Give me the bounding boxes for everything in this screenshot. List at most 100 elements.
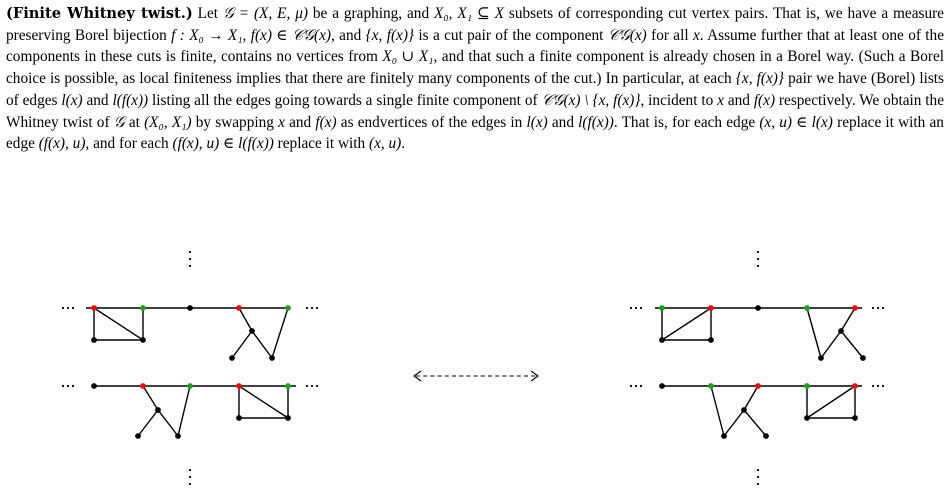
graph-vertex	[175, 433, 181, 439]
ellipsis-dot	[188, 264, 192, 268]
text-run: , and that such a finite component is al…	[6, 48, 944, 88]
green-vertex	[659, 305, 665, 311]
ellipsis-dot	[871, 384, 875, 388]
math-expression: l(f(x))	[112, 91, 149, 109]
graph-vertex	[659, 337, 665, 343]
ellipsis-dot	[71, 384, 75, 388]
math-expression: {x, f(x)}	[365, 26, 415, 44]
graph-before-twist	[61, 250, 319, 486]
ellipsis-dot	[756, 475, 760, 479]
math-expression: f : X₀ → X₁, f(x) ∈ 𝒞𝒢(x)	[171, 26, 331, 44]
math-expression: (f(x), u) ∈ l(f(x))	[172, 135, 274, 153]
graph-vertex	[860, 355, 866, 361]
red-vertex	[236, 383, 242, 389]
ellipsis-dot	[881, 384, 885, 388]
ellipsis-dot	[629, 384, 633, 388]
text-run: .	[401, 135, 406, 153]
math-expression: l(x)	[526, 113, 548, 131]
math-expression: X₀ ∪ X₁	[382, 48, 434, 66]
math-expression: 𝒢	[113, 113, 125, 131]
text-run: is a cut pair of the component	[414, 26, 608, 44]
graph-edge	[251, 330, 273, 359]
ellipsis-dot	[634, 306, 638, 310]
graph-vertex	[804, 415, 810, 421]
text-run: and	[284, 113, 316, 131]
math-expression: x	[692, 26, 700, 44]
math-expression: {x, f(x)}	[735, 70, 785, 88]
graph-vertex	[236, 415, 242, 421]
ellipsis-dot	[756, 482, 760, 486]
text-run: by swapping	[191, 113, 279, 131]
graph-edge	[743, 409, 767, 437]
ellipsis-dot	[756, 257, 760, 261]
text-run: and	[723, 91, 754, 109]
graph-vertex	[708, 337, 714, 343]
graph-vertex	[285, 415, 291, 421]
graph-vertex	[140, 337, 146, 343]
graph-vertex	[818, 355, 824, 361]
graph-vertex	[155, 407, 161, 413]
math-expression: f(x)	[753, 91, 776, 109]
graph-vertex	[187, 305, 193, 311]
ellipsis-dot	[876, 384, 880, 388]
math-expression: (X₀, X₁)	[144, 113, 192, 131]
graph-edge	[723, 409, 745, 437]
ellipsis-dot	[61, 384, 65, 388]
graph-edge	[840, 330, 864, 359]
green-vertex	[285, 305, 291, 311]
text-run: . Assume further that at least one of th…	[6, 26, 944, 66]
text-run: respectively. We obtain the Whitney twis…	[6, 91, 944, 131]
graph-vertex	[269, 355, 275, 361]
ellipsis-dot	[634, 384, 638, 388]
graph-edge	[710, 385, 725, 437]
graph-vertex	[659, 383, 665, 389]
text-run: and	[547, 113, 579, 131]
paragraph-body: Let 𝒢 = (X, E, μ) be a graphing, and X₀,…	[6, 5, 944, 152]
paragraph-heading: (Finite Whitney twist.)	[6, 5, 193, 22]
ellipsis-dot	[188, 257, 192, 261]
green-vertex	[285, 383, 291, 389]
math-expression: (x, u)	[369, 135, 402, 153]
ellipsis-dot	[61, 306, 65, 310]
ellipsis-dot	[66, 306, 70, 310]
graph-edge	[137, 409, 159, 437]
math-expression: (f(x), u)	[38, 135, 86, 153]
ellipsis-dot	[871, 306, 875, 310]
graph-edge	[238, 385, 289, 419]
ellipsis-dot	[188, 475, 192, 479]
graph-vertex	[838, 328, 844, 334]
math-expression: x	[717, 91, 724, 109]
graph-edge	[271, 307, 289, 359]
math-expression: l(f(x))	[578, 113, 614, 131]
ellipsis-dot	[188, 468, 192, 472]
graph-vertex	[229, 355, 235, 361]
red-vertex	[91, 305, 97, 311]
graph-edge	[820, 330, 842, 359]
text-run: , incident to	[640, 91, 718, 109]
graph-edge	[806, 307, 822, 359]
double-dashed-arrow	[413, 370, 539, 382]
graph-edge	[93, 307, 144, 341]
math-expression: (x, u) ∈ l(x)	[759, 113, 833, 131]
text-run: , and for each	[85, 135, 173, 153]
red-vertex	[140, 383, 146, 389]
ellipsis-dot	[756, 250, 760, 254]
graph-edge	[840, 307, 856, 332]
math-expression: 𝒢 = (X, E, μ)	[222, 5, 308, 22]
graph-vertex	[91, 383, 97, 389]
graph-edge	[661, 307, 712, 341]
text-run: and	[82, 91, 113, 109]
ellipsis-dot	[629, 306, 633, 310]
ellipsis-dot	[315, 384, 319, 388]
text-run: , and	[330, 26, 366, 44]
text-run: at	[124, 113, 145, 131]
graph-vertex	[249, 328, 255, 334]
red-vertex	[755, 383, 761, 389]
graph-edge	[231, 330, 253, 359]
graph-edge	[238, 307, 253, 332]
red-vertex	[852, 383, 858, 389]
math-expression: x	[278, 113, 285, 131]
text-run: Let	[192, 5, 223, 22]
green-vertex	[187, 383, 193, 389]
